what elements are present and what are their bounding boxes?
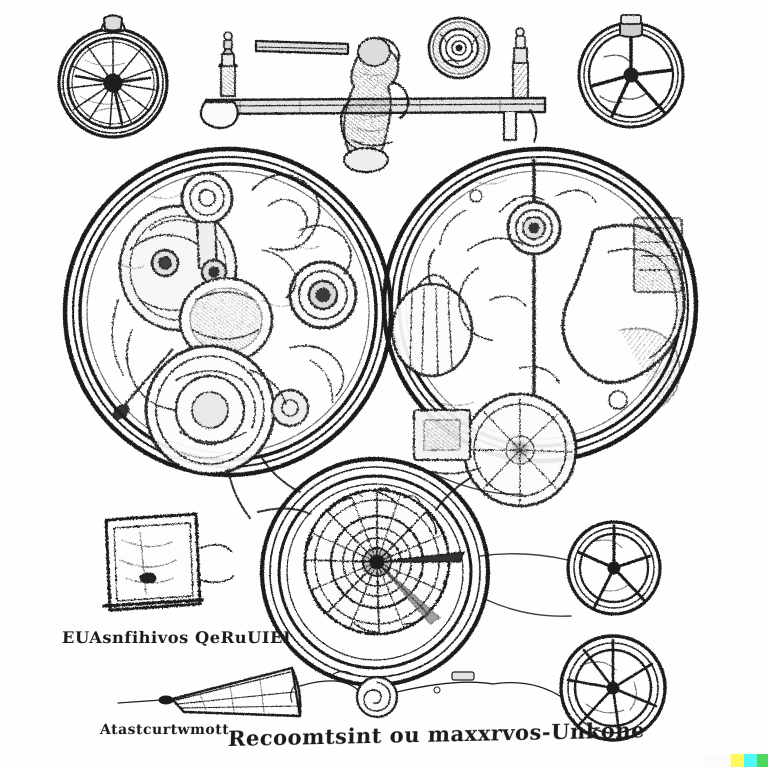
large-left-mechanism-wheel-group xyxy=(62,146,394,478)
watermark-swatch-4 xyxy=(757,754,768,767)
connecting-tether-wire-group xyxy=(290,670,564,703)
rectangular-base-plate-group xyxy=(102,512,235,612)
watermark-swatch-0 xyxy=(705,754,718,767)
sculpted-figure-mount-group xyxy=(340,37,410,173)
ornate-right-finial-group xyxy=(503,27,538,143)
five-spoke-wheel-watch-group xyxy=(577,14,685,129)
detached-rule-bar-group xyxy=(254,39,350,56)
conical-horn-funnel-group xyxy=(170,666,302,718)
dalle-watermark xyxy=(705,754,768,767)
five-spoke-small-wheel-group xyxy=(566,520,662,616)
label-mid-left: Atastcurtwmott xyxy=(99,722,230,738)
support-struts-group xyxy=(227,457,471,519)
label-upper-left: EUAsnfihivos QeRuUIEI xyxy=(61,628,292,647)
watermark-swatch-2 xyxy=(731,754,744,767)
watermark-swatch-1 xyxy=(718,754,731,767)
coiled-spiral-bead-group xyxy=(355,675,399,719)
radial-turbine-wheel-group xyxy=(259,456,491,688)
ornate-left-finial-group xyxy=(199,31,239,130)
linkage-rods-group xyxy=(429,471,572,617)
watermark-swatch-3 xyxy=(744,754,757,767)
spoked-lower-wheel-group xyxy=(559,634,667,742)
concentric-rosette-gear-group xyxy=(427,16,491,80)
spoked-wheel-watch-group xyxy=(57,14,169,139)
large-right-mechanism-wheel-group xyxy=(381,146,699,508)
long-thin-needle-pointer-group xyxy=(117,695,177,705)
